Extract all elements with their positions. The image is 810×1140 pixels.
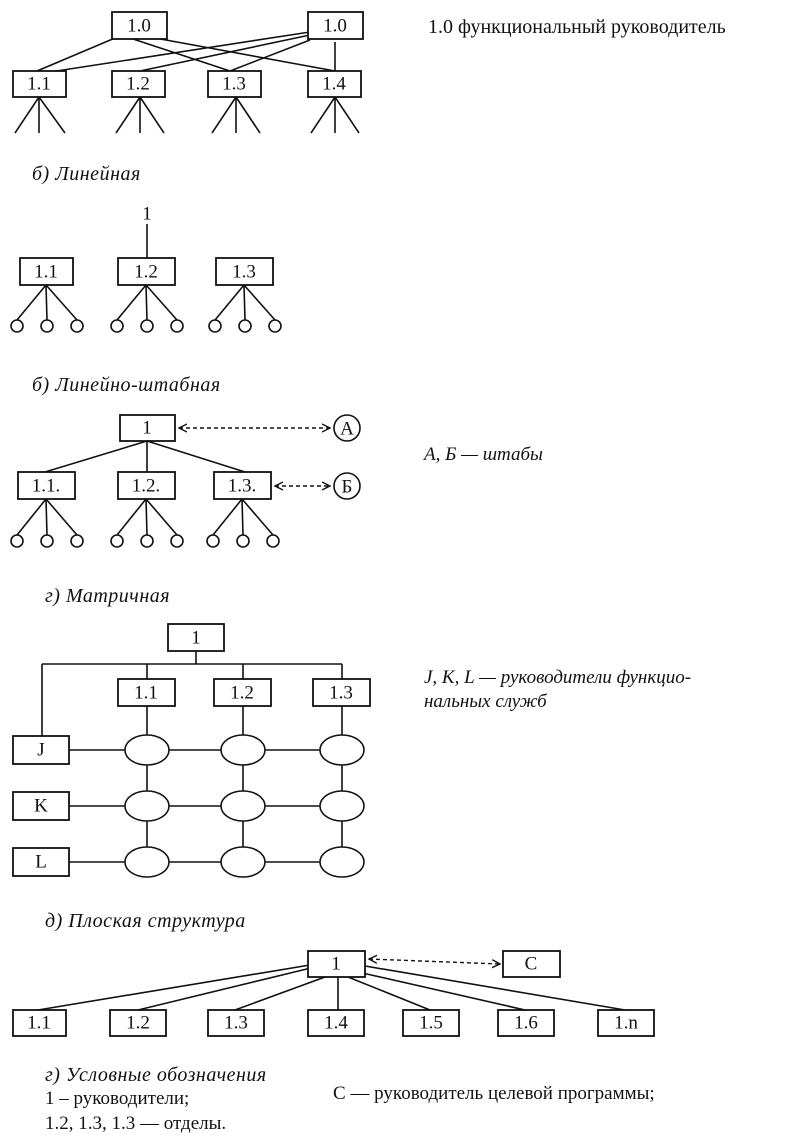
svg-text:1.1: 1.1	[134, 683, 158, 704]
legend-line-departments: 1.2, 1.3, 1.3 — отделы.	[45, 1113, 226, 1134]
svg-text:1.3: 1.3	[232, 262, 256, 283]
svg-text:1.3.: 1.3.	[228, 476, 257, 497]
line-staff-connectors	[44, 440, 246, 473]
linear-end-nodes	[10, 319, 282, 333]
line-staff-fan-lines	[16, 498, 274, 536]
svg-text:1.1: 1.1	[27, 74, 51, 95]
svg-text:1.5: 1.5	[419, 1013, 443, 1034]
flat-structure: д) Плоская структура 1 C 1.1 1.2 1.3 1.4	[12, 910, 655, 1037]
linear-caption: б) Линейная	[32, 163, 141, 185]
svg-text:1.4: 1.4	[324, 1013, 348, 1034]
functional-structure: 1.0 1.0 1.1 1.2 1.3 1.4 1.0 функционал	[12, 11, 726, 134]
flat-side-link	[369, 959, 500, 964]
svg-text:1.2: 1.2	[134, 262, 158, 283]
staff-a-node: A	[333, 414, 361, 442]
flat-caption: д) Плоская структура	[45, 910, 246, 932]
matrix-row-box-j: J	[12, 735, 70, 765]
matrix-structure: г) Матричная 1 1.1 1.2 1.3 J	[12, 585, 691, 878]
matrix-intersection-nodes	[124, 734, 365, 878]
functional-top-box-2: 1.0	[307, 11, 364, 40]
flat-top-box: 1	[307, 950, 366, 978]
flat-box-1-n: 1.n	[597, 1009, 655, 1037]
flat-box-1-3: 1.3	[207, 1009, 265, 1037]
matrix-note-line-2: нальных служб	[424, 691, 548, 712]
matrix-top-box: 1	[167, 623, 225, 652]
svg-text:A: A	[340, 419, 354, 440]
svg-text:K: K	[34, 796, 48, 817]
svg-text:1: 1	[191, 628, 201, 649]
functional-box-1-4: 1.4	[307, 70, 362, 98]
functional-box-1-3: 1.3	[207, 70, 262, 98]
svg-text:L: L	[35, 852, 47, 873]
flat-box-1-1: 1.1	[12, 1009, 67, 1037]
svg-text:1.2.: 1.2.	[132, 476, 161, 497]
functional-box-1-1: 1.1	[12, 70, 67, 98]
linear-box-1-3: 1.3	[215, 257, 274, 286]
svg-text:1.3: 1.3	[224, 1013, 248, 1034]
staff-note: A, Б — штабы	[422, 444, 543, 465]
svg-text:Б: Б	[342, 477, 353, 498]
svg-text:J: J	[37, 740, 44, 761]
svg-text:1.1.: 1.1.	[32, 476, 61, 497]
line-staff-box-1-3: 1.3.	[213, 471, 272, 500]
flat-box-1-2: 1.2	[109, 1009, 167, 1037]
matrix-col-box-1-1: 1.1	[117, 678, 176, 707]
matrix-col-box-1-3: 1.3	[312, 678, 371, 707]
staff-b-node: Б	[333, 472, 361, 500]
svg-text:1.3: 1.3	[329, 683, 353, 704]
flat-box-1-6: 1.6	[497, 1009, 555, 1037]
linear-fan-lines	[16, 284, 276, 321]
svg-text:1.2: 1.2	[230, 683, 254, 704]
matrix-row-box-k: K	[12, 791, 70, 821]
svg-text:1.2: 1.2	[126, 1013, 150, 1034]
matrix-caption: г) Матричная	[45, 585, 170, 607]
svg-text:1.1: 1.1	[27, 1013, 51, 1034]
svg-text:1.4: 1.4	[322, 74, 346, 95]
flat-connectors	[37, 964, 626, 1011]
flat-side-box-c: C	[502, 950, 561, 978]
svg-text:1.n: 1.n	[614, 1013, 638, 1034]
svg-text:1.3: 1.3	[222, 74, 246, 95]
line-staff-caption: б) Линейно-штабная	[32, 374, 221, 396]
legend-caption: г) Условные обозначения	[45, 1064, 267, 1086]
functional-fan-lines	[14, 96, 360, 134]
legend-line-program-manager: С — руководитель целевой программы;	[333, 1083, 655, 1104]
matrix-tree-lines	[41, 651, 343, 736]
linear-box-1-2: 1.2	[117, 257, 176, 286]
line-staff-end-nodes	[10, 534, 280, 548]
legend-line-managers: 1 – руководители;	[45, 1088, 189, 1109]
svg-text:1.0: 1.0	[127, 16, 151, 37]
matrix-row-box-l: L	[12, 847, 70, 877]
matrix-col-box-1-2: 1.2	[213, 678, 272, 707]
flat-box-1-4: 1.4	[307, 1009, 365, 1037]
linear-structure: б) Линейная 1 1.1 1.2 1.3	[10, 163, 282, 333]
svg-text:C: C	[525, 954, 538, 975]
functional-box-1-2: 1.2	[111, 70, 166, 98]
svg-text:1: 1	[331, 954, 341, 975]
svg-text:1.1: 1.1	[34, 262, 58, 283]
linear-box-1-1: 1.1	[19, 257, 74, 286]
line-staff-structure: б) Линейно-штабная 1 A 1.1. 1.2. 1.3. Б	[10, 374, 543, 548]
linear-top-label: 1	[142, 204, 152, 225]
svg-text:1.0: 1.0	[323, 16, 347, 37]
functional-connectors	[36, 31, 336, 75]
legend: г) Условные обозначения 1 – руководители…	[45, 1064, 655, 1134]
matrix-note-line-1: J, K, L — руководители функцио-	[424, 667, 691, 688]
matrix-grid-lines	[69, 706, 343, 863]
svg-text:1: 1	[142, 418, 152, 439]
svg-text:1.2: 1.2	[126, 74, 150, 95]
functional-top-box-1: 1.0	[111, 11, 168, 40]
svg-text:1.6: 1.6	[514, 1013, 538, 1034]
line-staff-box-1-2: 1.2.	[117, 471, 176, 500]
flat-box-1-5: 1.5	[402, 1009, 460, 1037]
line-staff-box-1-1: 1.1.	[17, 471, 76, 500]
functional-note: 1.0 функциональный руководитель	[428, 16, 726, 38]
line-staff-top-box: 1	[119, 414, 176, 442]
